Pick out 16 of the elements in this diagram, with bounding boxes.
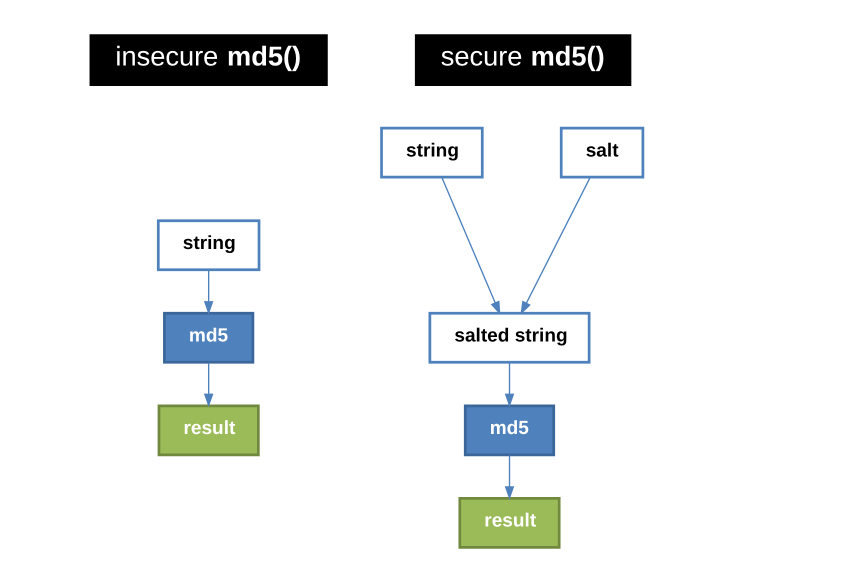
- arrow: [203, 270, 213, 315]
- node-box: secure md5(): [414, 34, 631, 86]
- arrow: [440, 177, 500, 315]
- arrow: [520, 177, 590, 315]
- arrow: [504, 455, 514, 500]
- node-box: salt: [559, 126, 644, 179]
- node-box: insecure md5(): [89, 34, 328, 86]
- arrow: [203, 362, 213, 408]
- node-box: salted string: [428, 312, 590, 364]
- node-box: string: [156, 219, 260, 272]
- node-box: string: [380, 126, 484, 179]
- node-box: md5: [463, 404, 555, 456]
- node-box: md5: [162, 312, 254, 364]
- node-box: result: [458, 497, 560, 549]
- node-box: result: [157, 404, 260, 456]
- arrow: [504, 362, 514, 408]
